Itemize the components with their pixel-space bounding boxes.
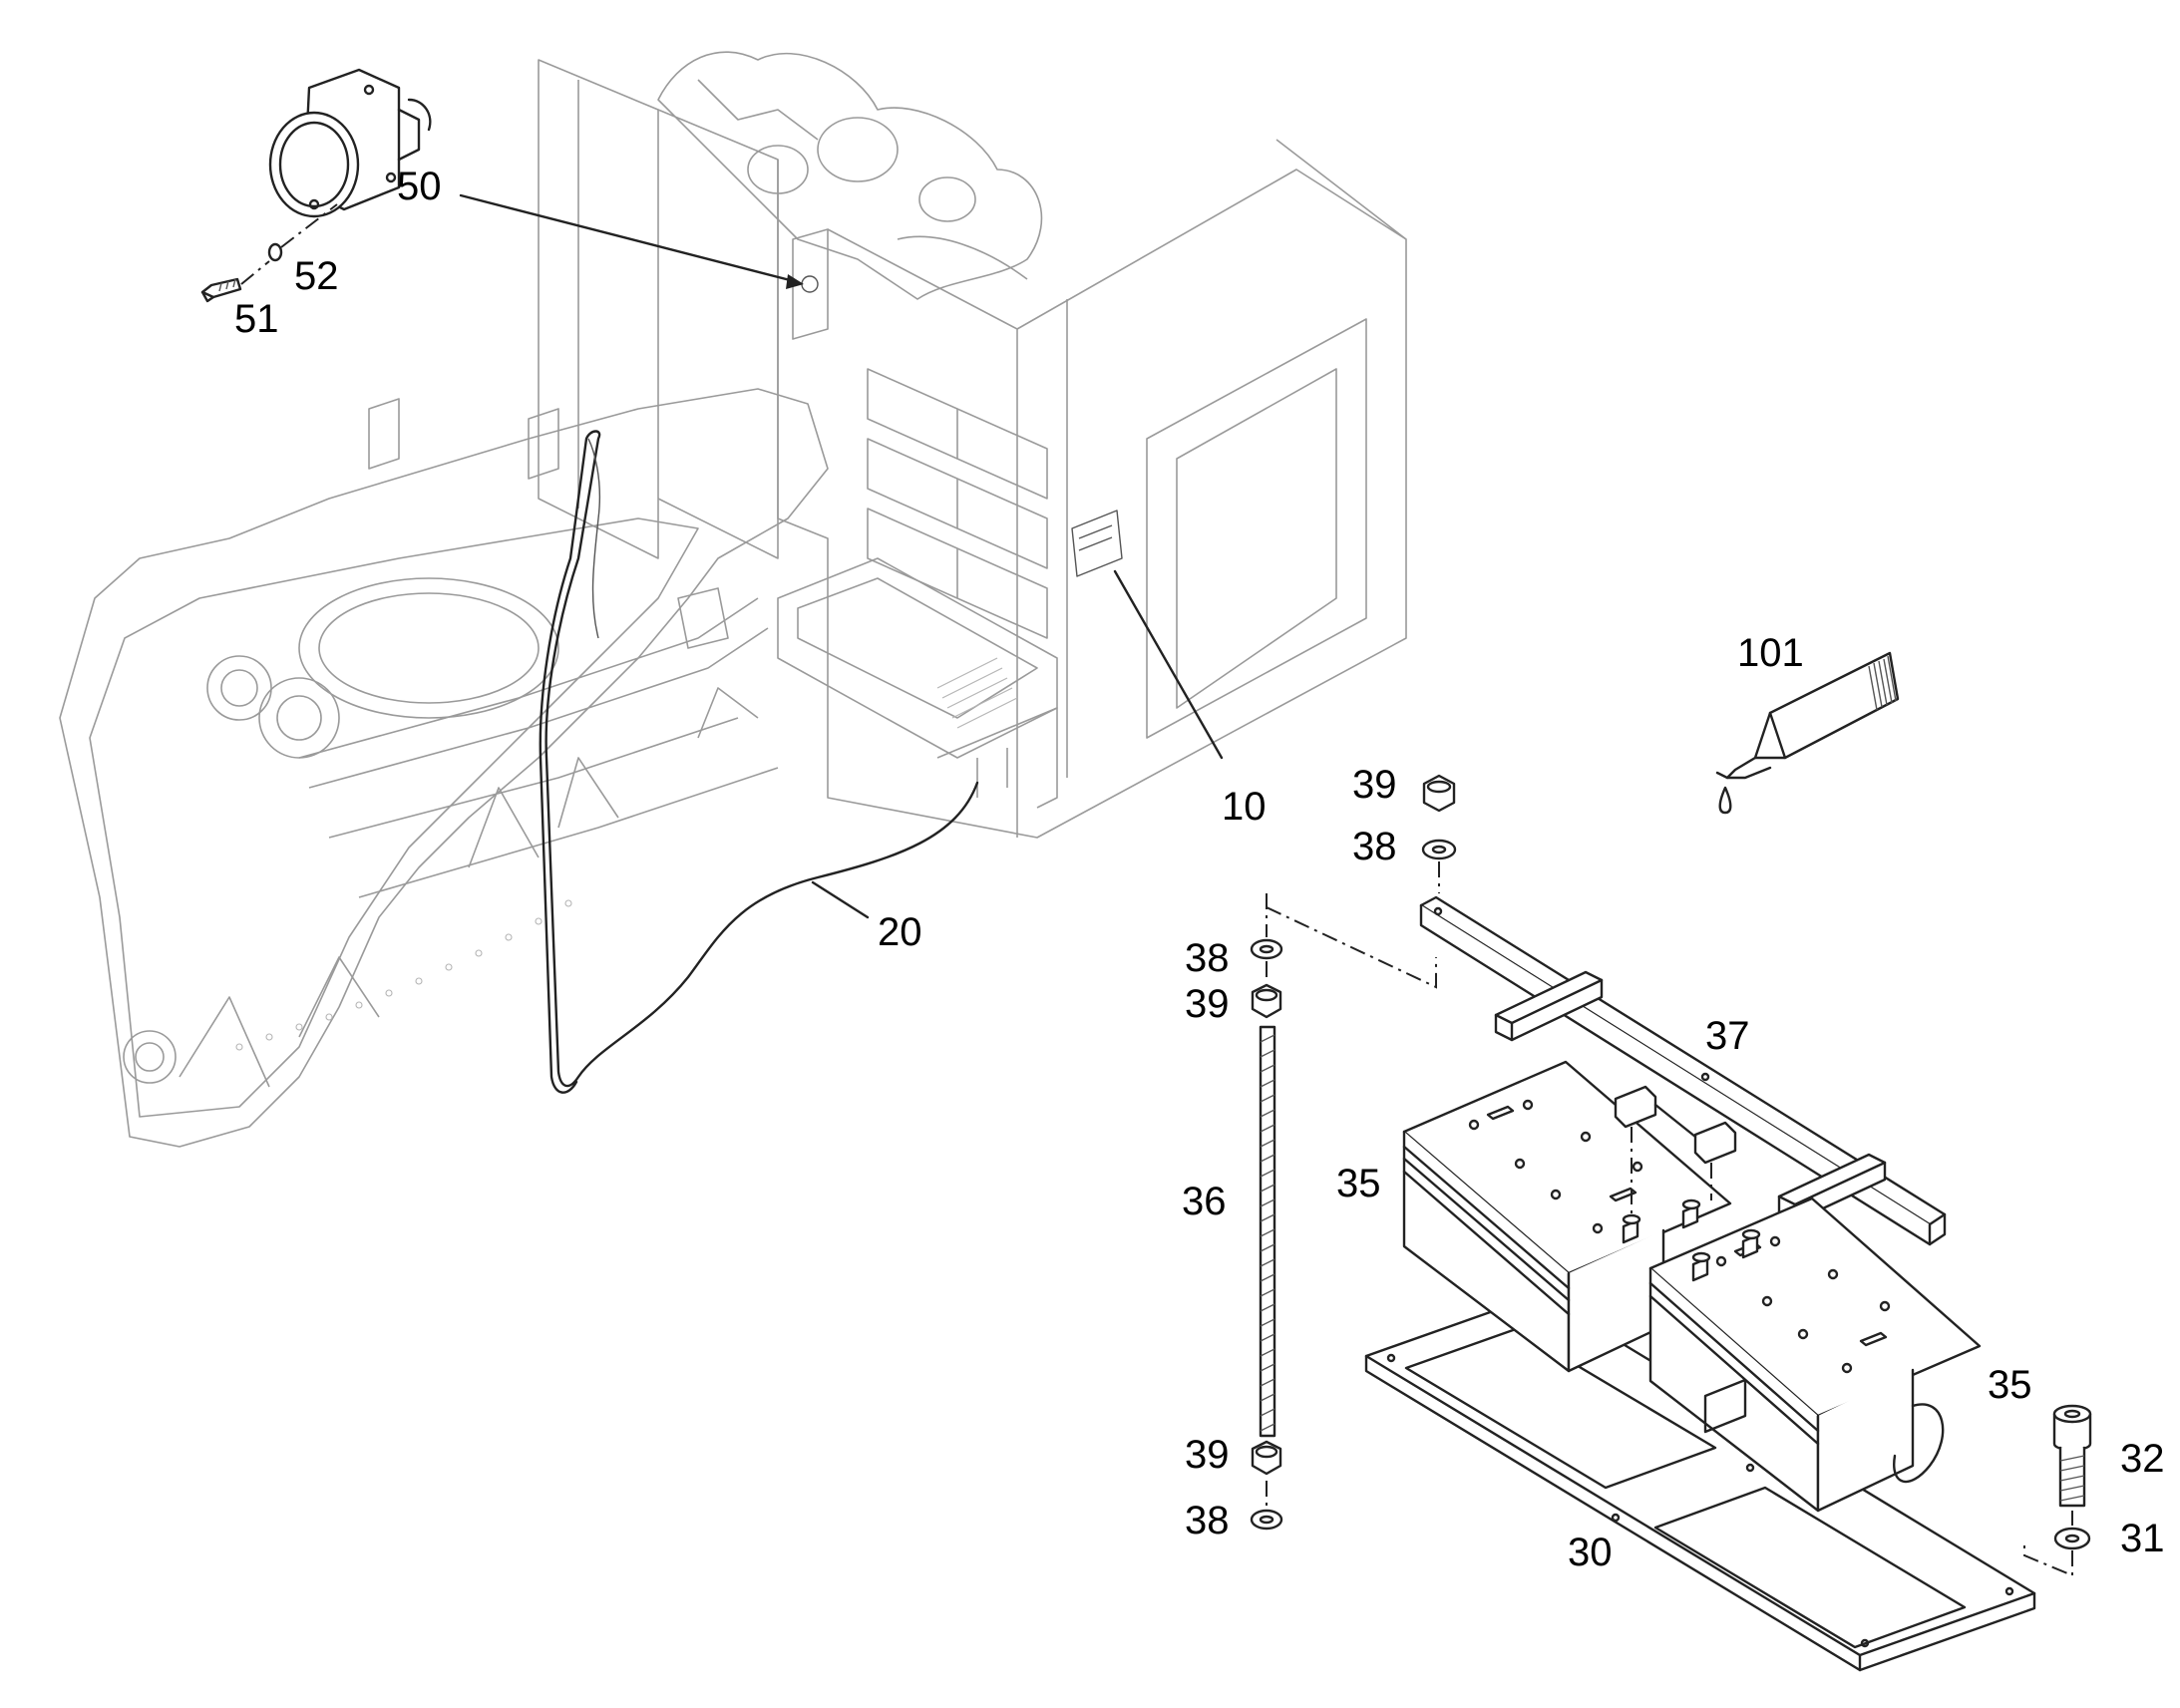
hex-nut-39-top bbox=[1422, 774, 1456, 813]
callout-31: 31 bbox=[2120, 1517, 2165, 1560]
callout-101: 101 bbox=[1737, 631, 1804, 675]
fastener-bolt-51 bbox=[200, 277, 242, 303]
callout-39-top: 39 bbox=[1352, 763, 1397, 807]
callout-37: 37 bbox=[1705, 1014, 1750, 1058]
sealant-tube-icon bbox=[1715, 651, 1900, 815]
callout-51: 51 bbox=[234, 297, 279, 341]
callout-38-top: 38 bbox=[1352, 825, 1397, 868]
hex-nut-39-upper-rod bbox=[1251, 983, 1282, 1019]
callout-10: 10 bbox=[1222, 785, 1267, 829]
callout-38-lower-rod: 38 bbox=[1185, 1499, 1230, 1542]
callout-labels: 101 50 52 51 10 20 39 38 38 39 37 35 36 … bbox=[234, 165, 2165, 1574]
callout-32: 32 bbox=[2120, 1437, 2165, 1481]
callout-35-left: 35 bbox=[1336, 1162, 1381, 1205]
callout-30: 30 bbox=[1568, 1531, 1613, 1574]
washer-38-upper-rod bbox=[1250, 938, 1283, 960]
battery-base-plate-30 bbox=[1364, 1292, 2036, 1672]
callout-20: 20 bbox=[878, 910, 922, 954]
threaded-rod-36 bbox=[1259, 1025, 1276, 1438]
washer-38-top bbox=[1421, 839, 1457, 860]
callout-39-upper-rod: 39 bbox=[1185, 982, 1230, 1026]
connector-socket-icon bbox=[268, 68, 432, 218]
socket-head-bolt-32 bbox=[2052, 1404, 2092, 1508]
battery-icon bbox=[1402, 1060, 1982, 1513]
callout-52: 52 bbox=[294, 254, 339, 298]
callout-36: 36 bbox=[1182, 1180, 1227, 1223]
leader-lines bbox=[459, 193, 1224, 919]
washer-31 bbox=[2053, 1527, 2091, 1550]
machine-frame bbox=[59, 51, 1407, 1148]
washer-38-lower-rod bbox=[1250, 1509, 1283, 1531]
callout-50: 50 bbox=[397, 165, 442, 208]
callout-38-upper-rod: 38 bbox=[1185, 936, 1230, 980]
callout-39-lower-rod: 39 bbox=[1185, 1433, 1230, 1477]
hex-nut-39-lower-rod bbox=[1251, 1440, 1282, 1476]
callout-35-right: 35 bbox=[1988, 1363, 2032, 1407]
cable-harness bbox=[539, 430, 979, 1094]
washer-52 bbox=[267, 242, 283, 262]
